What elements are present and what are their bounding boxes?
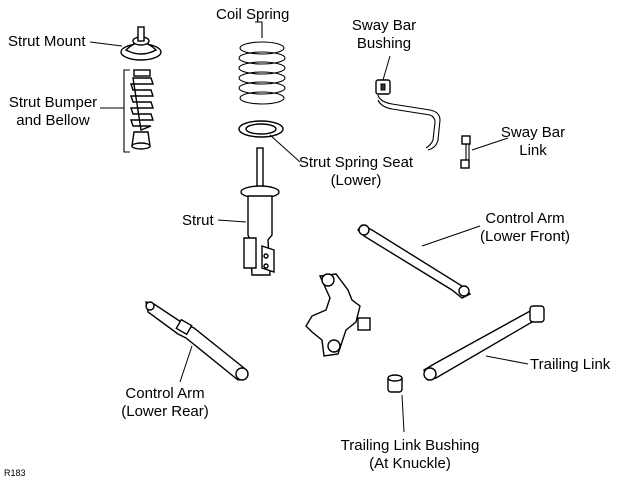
- strut-drawing: [240, 147, 280, 276]
- label-strut-spring-seat-line1: Strut Spring Seat: [298, 154, 414, 171]
- label-sway-bar-bushing: Sway Bar Bushing: [344, 17, 424, 53]
- label-control-arm-rear-line2: (Lower Rear): [121, 403, 209, 420]
- label-coil-spring: Coil Spring: [216, 6, 290, 23]
- figure-code: R183: [4, 468, 26, 478]
- coil-spring-drawing: [238, 21, 286, 105]
- trailing-link-bushing-drawing: [387, 374, 403, 393]
- label-sway-bar-link-line1: Sway Bar: [500, 124, 566, 141]
- trailing-link-drawing: [423, 305, 545, 381]
- control-arm-rear-drawing: [145, 301, 249, 381]
- label-strut-bumper-line1: Strut Bumper: [8, 94, 98, 111]
- label-strut-bumper: Strut Bumper and Bellow: [6, 94, 100, 130]
- label-control-arm-front: Control Arm (Lower Front): [470, 210, 580, 246]
- label-control-arm-front-line1: Control Arm: [485, 210, 565, 227]
- label-strut-mount: Strut Mount: [8, 33, 86, 50]
- label-trailing-link-bushing-line2: (At Knuckle): [369, 455, 451, 472]
- control-arm-front-drawing: [357, 224, 472, 299]
- label-strut-bumper-line2: and Bellow: [16, 112, 90, 129]
- sway-bar-drawing: [375, 79, 441, 151]
- strut-spring-seat-drawing: [238, 120, 284, 138]
- label-strut-spring-seat: Strut Spring Seat (Lower): [286, 154, 426, 190]
- label-trailing-link: Trailing Link: [530, 356, 611, 373]
- label-sway-bar-link-line2: Link: [519, 142, 547, 159]
- knuckle-drawing: [305, 273, 371, 357]
- label-strut: Strut: [182, 212, 214, 229]
- strut-bumper-drawing: [123, 69, 154, 153]
- label-sway-bar-bushing-line2: Bushing: [356, 35, 412, 52]
- label-trailing-link-bushing-line1: Trailing Link Bushing: [340, 437, 480, 454]
- label-sway-bar-bushing-line1: Sway Bar: [351, 17, 417, 34]
- label-trailing-link-bushing: Trailing Link Bushing (At Knuckle): [330, 437, 490, 473]
- label-control-arm-front-line2: (Lower Front): [479, 228, 571, 245]
- sway-bar-link-drawing: [460, 135, 471, 169]
- label-control-arm-rear: Control Arm (Lower Rear): [110, 385, 220, 421]
- label-control-arm-rear-line1: Control Arm: [125, 385, 205, 402]
- strut-mount-drawing: [120, 26, 162, 61]
- label-strut-spring-seat-line2: (Lower): [330, 172, 382, 189]
- label-sway-bar-link: Sway Bar Link: [496, 124, 570, 160]
- leader-lines: [89, 41, 529, 433]
